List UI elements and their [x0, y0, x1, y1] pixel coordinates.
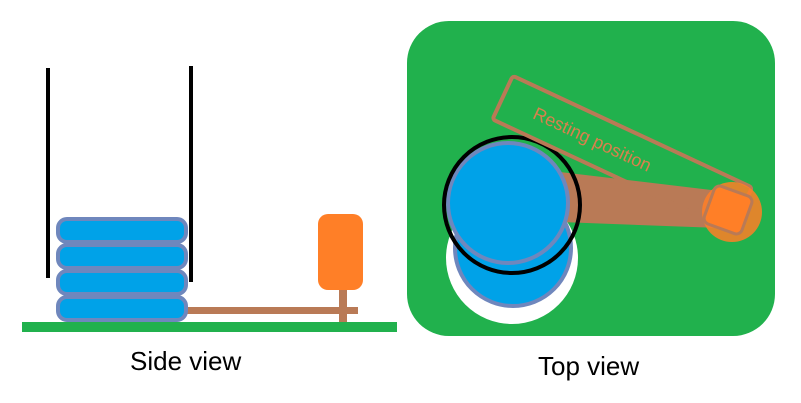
top-disc — [446, 141, 570, 265]
top-arm — [560, 172, 728, 228]
top-view: Resting position — [407, 21, 775, 336]
side-knob — [318, 214, 363, 290]
top-knob — [702, 184, 754, 236]
side-stand — [339, 284, 347, 322]
stacked-disc-3 — [56, 269, 188, 296]
side-view — [22, 66, 397, 332]
side-arm — [180, 307, 358, 314]
right-pole — [189, 66, 193, 282]
top-view-caption: Top view — [538, 351, 640, 381]
side-ground-strip — [22, 322, 397, 332]
stacked-disc-2 — [56, 243, 188, 270]
top-knob-square — [702, 184, 754, 236]
stacked-disc-1 — [56, 217, 188, 244]
left-pole — [46, 68, 50, 278]
stacked-disc-4 — [56, 295, 188, 322]
side-view-caption: Side view — [130, 346, 242, 376]
black-circle-outline — [442, 135, 582, 275]
